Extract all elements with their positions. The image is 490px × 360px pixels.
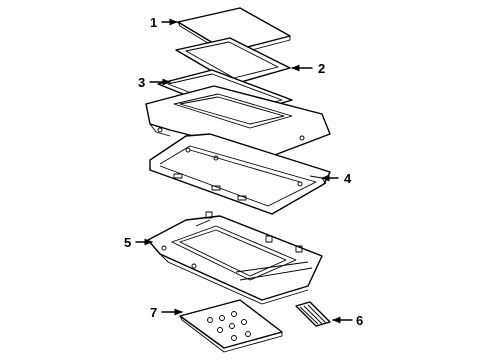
sunroof-frame-part — [149, 133, 331, 215]
callout-3: 3 — [138, 75, 145, 90]
sunshade-part — [179, 299, 283, 353]
callout-5: 5 — [124, 235, 131, 250]
callout-2: 2 — [318, 61, 325, 76]
callout-4: 4 — [344, 171, 352, 186]
track-assembly-part — [147, 211, 323, 305]
callout-6: 6 — [356, 313, 363, 328]
callout-7: 7 — [150, 305, 157, 320]
headliner-panel-part — [145, 85, 331, 157]
deflector-strip-part — [295, 301, 331, 327]
callout-1: 1 — [150, 15, 157, 30]
